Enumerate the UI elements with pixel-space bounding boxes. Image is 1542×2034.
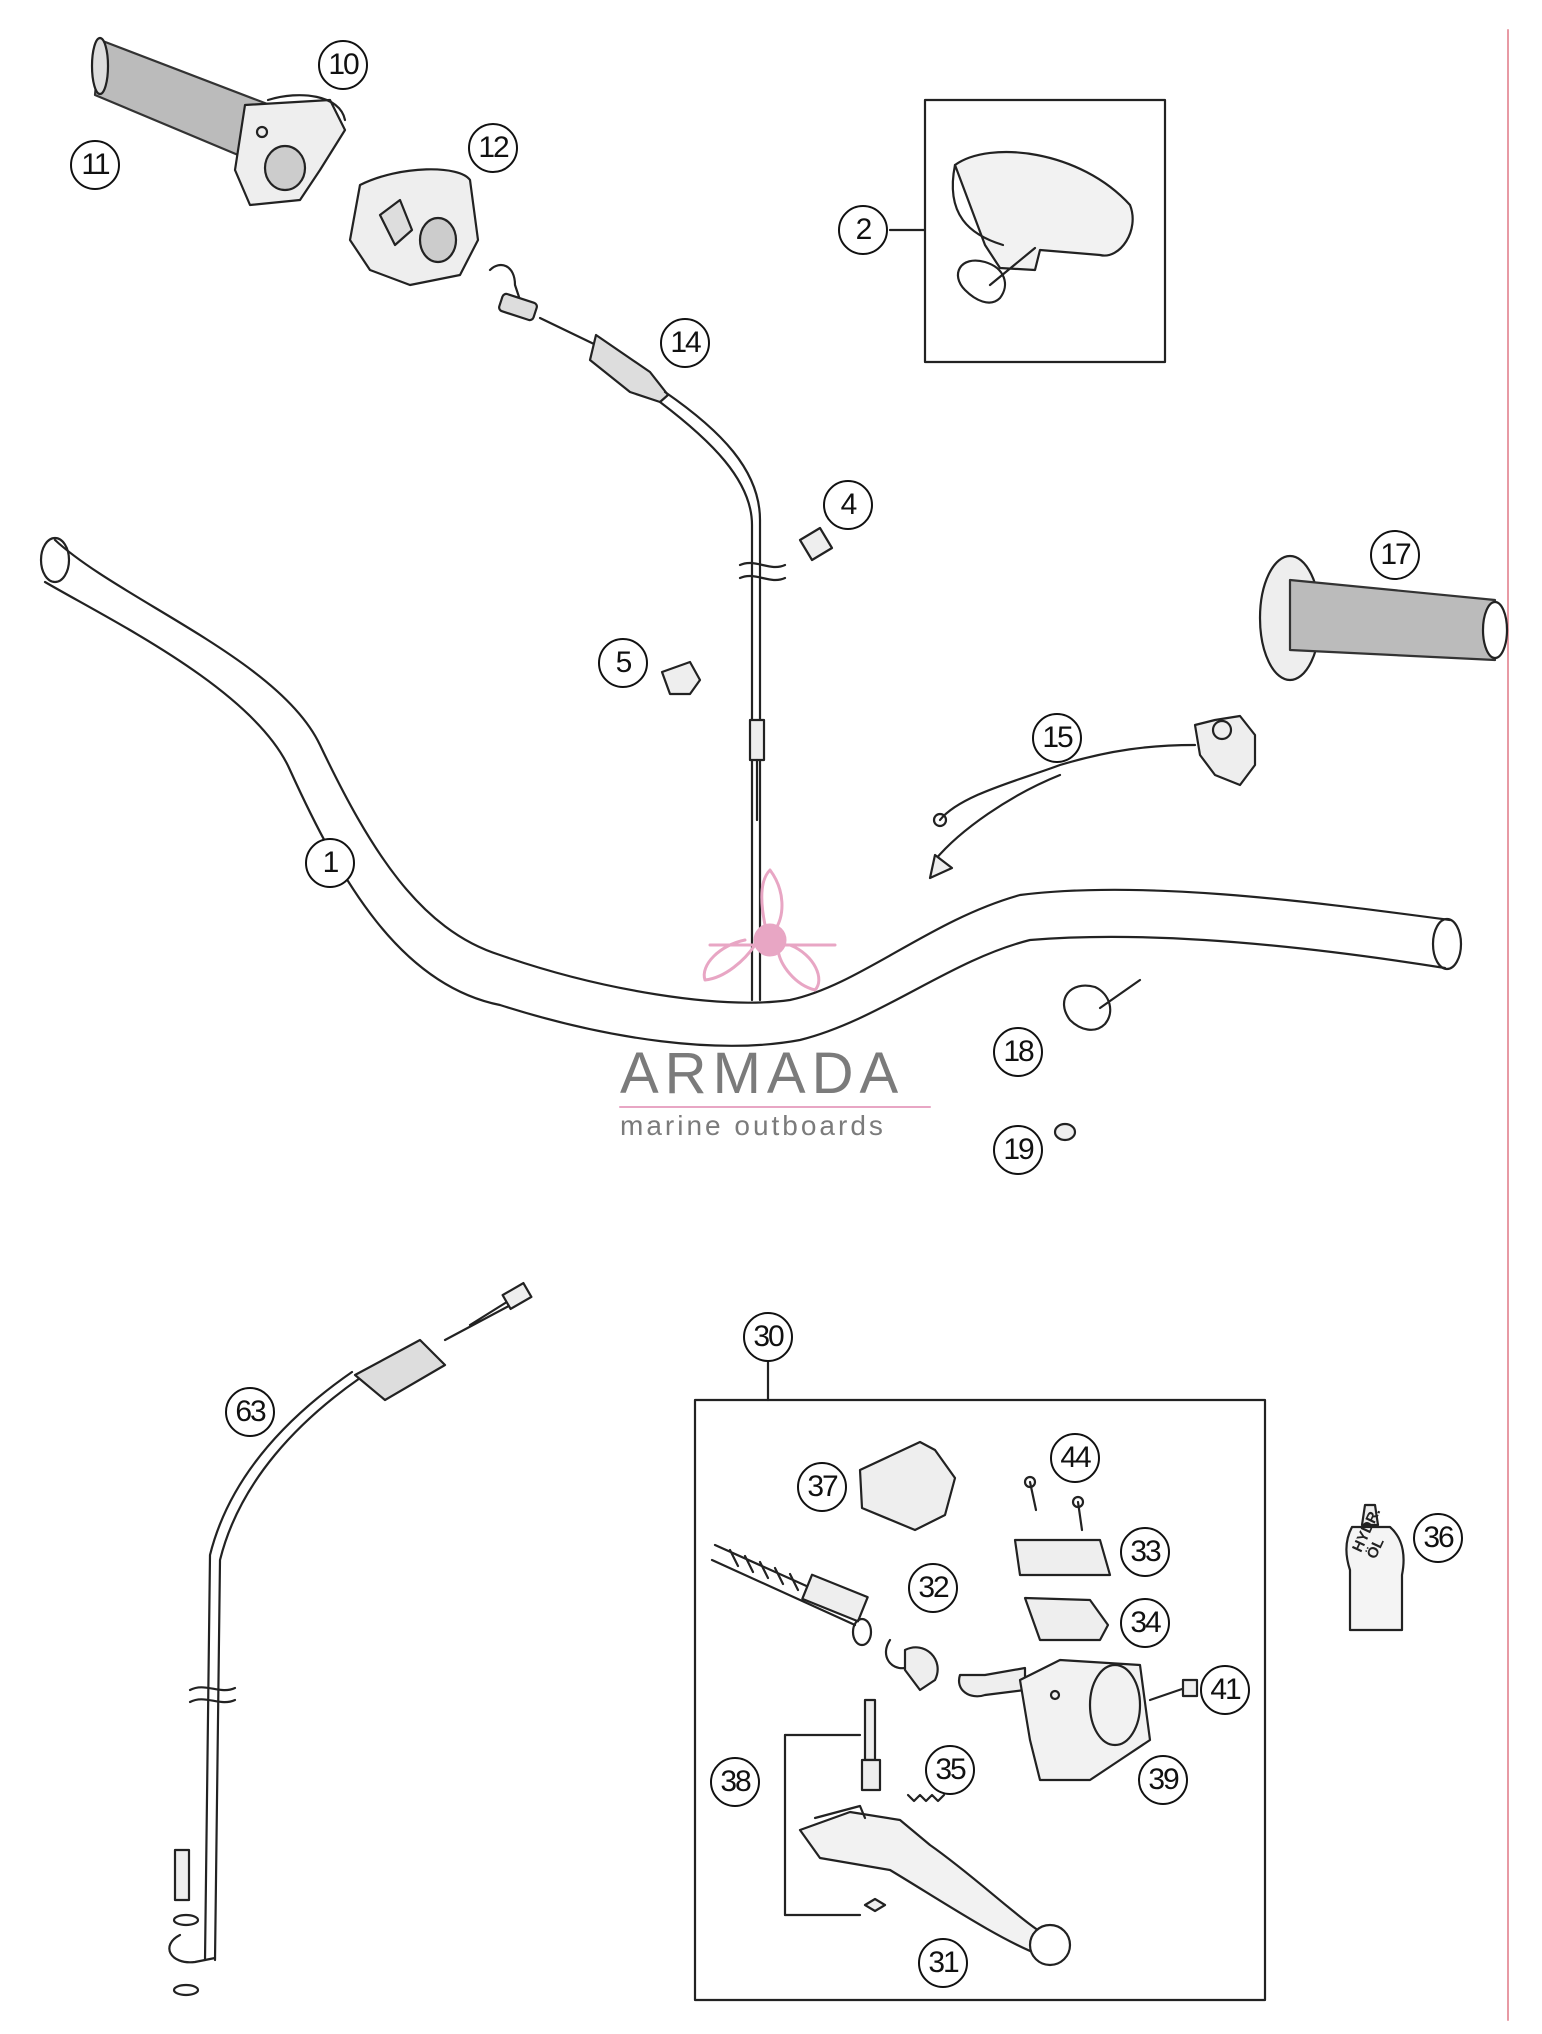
lever-cover-part [858, 1440, 957, 1532]
spring-part [906, 1793, 946, 1803]
callout-18: 18 [993, 1027, 1043, 1077]
bolt-part [1148, 1678, 1199, 1702]
throttle-grip-part [90, 36, 347, 207]
screws-part [1023, 1475, 1085, 1532]
callout-33: 33 [1120, 1527, 1170, 1577]
callout-31: 31 [918, 1938, 968, 1988]
callout-35: 35 [925, 1745, 975, 1795]
logo-tagline: marine outboards [620, 1110, 886, 1141]
hydraulic-oil-bottle-part [1345, 1503, 1405, 1632]
callout-10: 10 [318, 40, 368, 90]
logo-brand-name: ARMADA [620, 1041, 905, 1106]
brake-line-part [168, 1281, 533, 1997]
callout-34: 34 [1120, 1598, 1170, 1648]
nut-part [1053, 1122, 1077, 1142]
callout-14: 14 [660, 318, 710, 368]
cable-clip-part [660, 660, 702, 696]
callout-15: 15 [1032, 713, 1082, 763]
callout-41: 41 [1200, 1665, 1250, 1715]
callout-36: 36 [1413, 1513, 1463, 1563]
callout-4: 4 [823, 480, 873, 530]
callout-12: 12 [468, 123, 518, 173]
diaphragm-part [1023, 1596, 1110, 1642]
callout-5: 5 [598, 638, 648, 688]
callout-32: 32 [908, 1563, 958, 1613]
callout-1: 1 [305, 838, 355, 888]
callout-63: 63 [225, 1387, 275, 1437]
callout-11: 11 [70, 140, 120, 190]
handlebar-part [39, 536, 1463, 1047]
pivot-pin-part [783, 1698, 887, 1917]
throttle-cable-part [488, 263, 787, 1002]
callout-39: 39 [1138, 1755, 1188, 1805]
logo-propeller-icon [702, 868, 837, 992]
callout-44: 44 [1050, 1433, 1100, 1483]
left-grip-part [1258, 554, 1509, 682]
reservoir-cap-part [1013, 1538, 1112, 1577]
callout-30: 30 [743, 1312, 793, 1362]
kill-switch-part [928, 714, 1257, 880]
callout-37: 37 [797, 1462, 847, 1512]
callout-2: 2 [838, 205, 888, 255]
callout-17: 17 [1370, 530, 1420, 580]
brake-lever-part [798, 1804, 1072, 1967]
piston-kit-part [710, 1543, 939, 1692]
master-cylinder-body-part [957, 1658, 1152, 1782]
hand-guard-kit-box [888, 98, 1167, 364]
callout-38: 38 [710, 1757, 760, 1807]
throttle-cover-part [348, 168, 480, 287]
master-cylinder-kit-box [693, 1358, 1267, 2002]
callout-19: 19 [993, 1125, 1043, 1175]
cable-tie-part [1063, 978, 1142, 1031]
cable-cap-part [798, 526, 834, 562]
